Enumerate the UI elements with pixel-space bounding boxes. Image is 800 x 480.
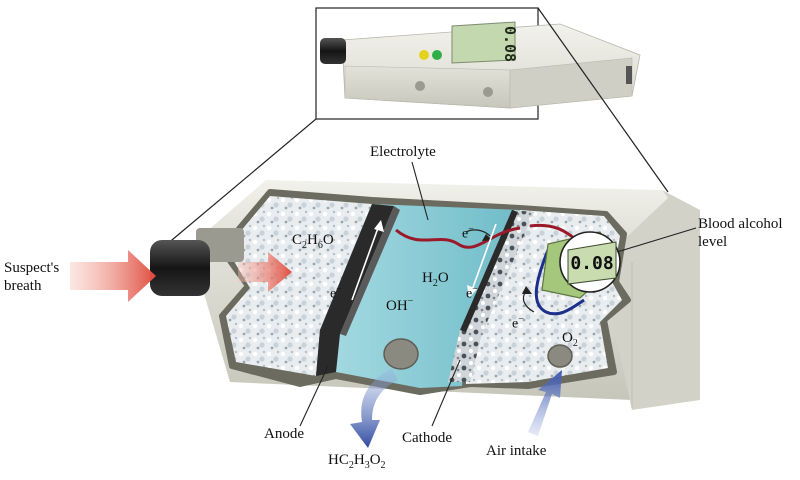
meter-leader-line (616, 227, 697, 253)
zoom-line-left (165, 118, 317, 246)
inset-side-port (626, 66, 632, 84)
electrolyte-leader-line (411, 161, 429, 221)
cathode-leader-line (431, 359, 461, 427)
air-intake-label: Air intake (486, 443, 547, 459)
cathode-plate (448, 210, 534, 382)
anode-leader-line (299, 365, 329, 427)
hydroxide-formula: OH− (386, 296, 414, 314)
water-formula: H2O (422, 270, 449, 289)
blood-alcohol-label-line1: Blood alcohol (698, 216, 783, 232)
ethanol-formula: C2H6O (292, 232, 334, 251)
meter-reading: 0.08 (570, 253, 613, 274)
breath-arrow-outside (70, 250, 156, 302)
electron-label-return: e− (512, 314, 524, 332)
electron-label-wire: e− (462, 224, 474, 242)
inset-yellow-led-icon (419, 50, 429, 60)
inset-mouthpiece (320, 38, 346, 64)
electrolyte-drain-hole (383, 338, 419, 370)
suspect-breath-label-line1: Suspect's (4, 260, 60, 276)
breath-arrow-inside (238, 252, 292, 292)
acetic-acid-outflow-arrow (350, 368, 398, 448)
suspect-breath-label-line2: breath (4, 278, 42, 294)
red-wire (395, 226, 521, 249)
acetic-acid-formula: HC2H3O2 (328, 452, 386, 471)
anode-label: Anode (264, 426, 304, 442)
cathode-label: Cathode (402, 430, 452, 446)
electron-label-cathode: e− (466, 284, 478, 302)
inset-lcd-screen (451, 21, 516, 64)
electron-label-anode: e− (330, 284, 342, 302)
device-inset: 0.08 (315, 7, 641, 120)
blue-wire (534, 249, 585, 316)
blood-alcohol-label-line2: level (698, 234, 728, 250)
mouthpiece-nozzle (150, 240, 210, 296)
left-chamber (226, 196, 372, 376)
air-intake-hole (547, 344, 573, 368)
inset-screw-icon (483, 87, 493, 97)
inset-screw-icon (415, 81, 425, 91)
air-intake-arrow (528, 370, 562, 436)
inset-lcd-reading: 0.08 (501, 26, 519, 62)
circuit: 0.08 (351, 220, 697, 316)
zoom-line-right (537, 7, 669, 193)
oxygen-formula: O2 (562, 330, 578, 349)
electrolyte-label: Electrolyte (370, 144, 436, 160)
inset-green-led-icon (432, 50, 442, 60)
device-cutaway (150, 180, 700, 410)
